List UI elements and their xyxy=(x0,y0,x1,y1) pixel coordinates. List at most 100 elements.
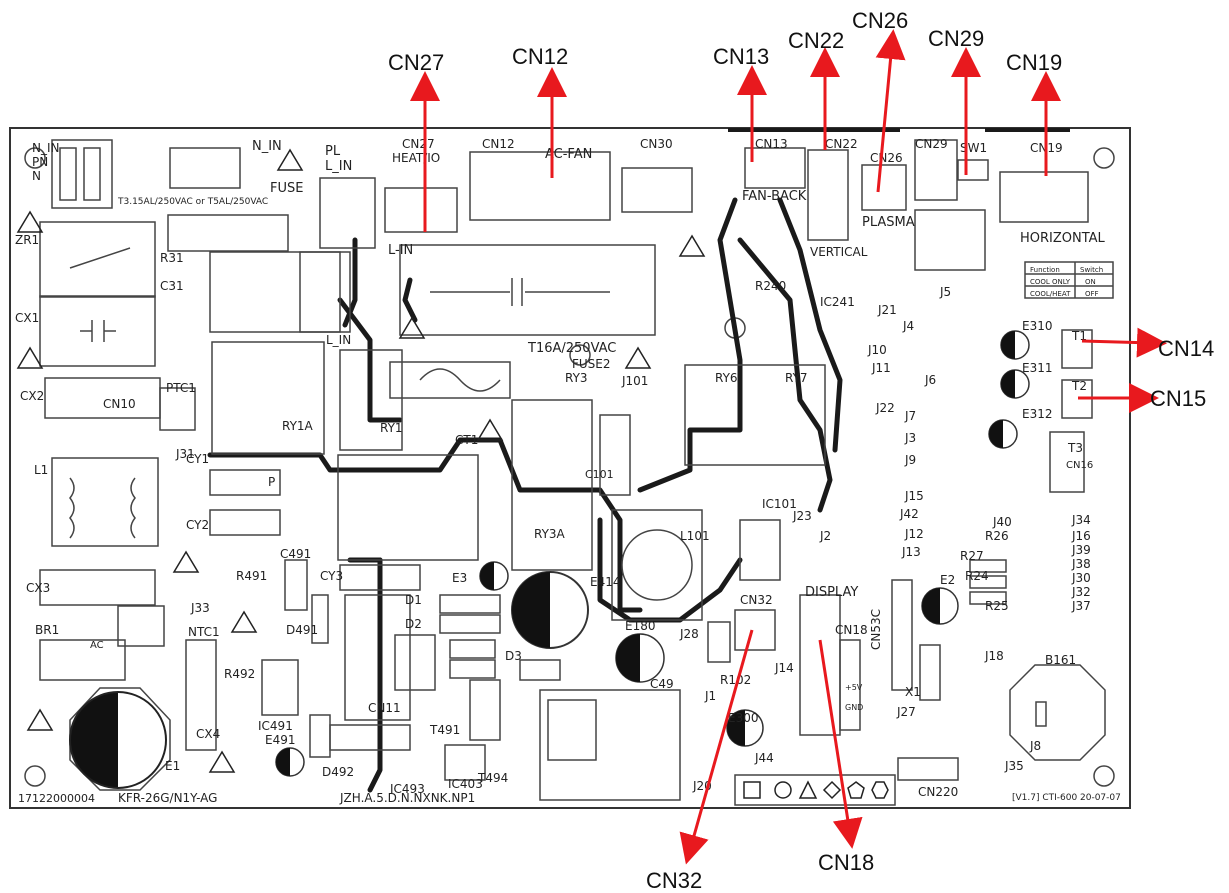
label-r491: R491 xyxy=(236,569,267,583)
arrow-cn26 xyxy=(875,29,906,193)
mid-components xyxy=(167,151,826,621)
label-cn220: CN220 xyxy=(918,785,958,799)
label-cn16: CN16 xyxy=(1066,460,1093,471)
label-gnd: GND xyxy=(845,703,863,712)
label-cn32: CN32 xyxy=(740,593,773,607)
label-e312: E312 xyxy=(1022,407,1053,421)
label-fan-back: FAN-BACK xyxy=(742,189,807,204)
label-r240: R240 xyxy=(755,279,786,293)
label-e300: E300 xyxy=(728,711,759,725)
label-fuse-rating: T3.15AL/250VAC or T5AL/250VAC xyxy=(117,197,268,207)
warning-icon xyxy=(624,346,652,369)
label-r31: R31 xyxy=(160,251,184,265)
label-pn: PN xyxy=(32,155,48,169)
label-r26: R26 xyxy=(985,529,1009,543)
warning-icon xyxy=(208,750,236,773)
callout-cn29: CN29 xyxy=(928,26,984,51)
label-c49: C49 xyxy=(650,677,674,691)
label-l1: L1 xyxy=(34,463,48,477)
label-n: N xyxy=(32,169,41,183)
label-fuse2: FUSE2 xyxy=(572,357,611,371)
label-n-in-2: N_IN xyxy=(252,139,282,154)
label-l-in: L_IN xyxy=(325,159,352,174)
label-ry7: RY7 xyxy=(785,371,808,385)
arrow-cn14 xyxy=(1081,327,1167,358)
label-table-r1a: Function xyxy=(1030,266,1060,274)
label-r102: R102 xyxy=(720,673,751,687)
label-ry1: RY1 xyxy=(380,421,403,435)
label-j9: J9 xyxy=(904,453,916,467)
label-r25: R25 xyxy=(985,599,1009,613)
label-cy3: CY3 xyxy=(320,569,343,583)
label-ntc1: NTC1 xyxy=(188,625,220,639)
label-j14: J14 xyxy=(774,661,794,675)
label-cn12: CN12 xyxy=(482,137,515,151)
label-e1: E1 xyxy=(165,759,180,773)
callout-cn15: CN15 xyxy=(1150,386,1206,411)
label-display: DISPLAY xyxy=(805,585,858,600)
label-ct1: CT1 xyxy=(455,433,478,447)
label-cn10: CN10 xyxy=(103,397,136,411)
callout-cn12: CN12 xyxy=(512,44,568,69)
label-n-in: N_IN xyxy=(32,141,60,155)
label-d491: D491 xyxy=(286,623,318,637)
label-j28: J28 xyxy=(679,627,699,641)
label-sw1: SW1 xyxy=(960,141,987,155)
label-ry6: RY6 xyxy=(715,371,738,385)
label-b161: B161 xyxy=(1045,653,1076,667)
label-j30: J30 xyxy=(1071,571,1091,585)
label-ic241: IC241 xyxy=(820,295,855,309)
label-l-in-2: L-IN xyxy=(388,243,413,258)
shape-markers xyxy=(743,780,889,800)
label-d3: D3 xyxy=(505,649,522,663)
label-j40: J40 xyxy=(992,515,1012,529)
label-j23: J23 xyxy=(792,509,812,523)
label-j32: J32 xyxy=(1071,585,1091,599)
warning-icon xyxy=(172,550,200,573)
label-e3: E3 xyxy=(452,571,467,585)
label-table-r1b: Switch xyxy=(1080,266,1103,274)
label-ac-fan: AC-FAN xyxy=(545,147,592,162)
warning-icon xyxy=(678,234,706,257)
callout-cn22: CN22 xyxy=(788,28,844,53)
label-cn18: CN18 xyxy=(835,623,868,637)
callout-cn18: CN18 xyxy=(818,850,874,875)
label-t494: T494 xyxy=(477,771,508,785)
label-j34: J34 xyxy=(1071,513,1091,527)
label-cn30: CN30 xyxy=(640,137,673,151)
label-cn29: CN29 xyxy=(915,137,948,151)
label-cx4: CX4 xyxy=(196,727,220,741)
label-ic403: IC403 xyxy=(448,777,483,791)
label-heat-io: HEAT/IO xyxy=(392,151,440,165)
label-model-tail: JZH.A.5.D.N.NXNK.NP1 xyxy=(339,791,475,805)
label-j35: J35 xyxy=(1004,759,1024,773)
warning-icon xyxy=(16,346,44,369)
label-j2: J2 xyxy=(819,529,831,543)
label-t3: T3 xyxy=(1067,441,1083,455)
label-x1: X1 xyxy=(905,685,921,699)
label-j1: J1 xyxy=(704,689,716,703)
label-e180: E180 xyxy=(625,619,656,633)
warning-icon xyxy=(16,210,44,233)
label-j42: J42 xyxy=(899,507,919,521)
warning-icon xyxy=(276,148,304,171)
label-cx2: CX2 xyxy=(20,389,44,403)
label-j18: J18 xyxy=(984,649,1004,663)
callout-cn19: CN19 xyxy=(1006,50,1062,75)
label-plasma: PLASMA xyxy=(862,215,915,230)
callout-labels: CN27 CN12 CN13 CN22 CN26 CN29 CN19 CN14 … xyxy=(388,8,1214,893)
label-cy1: CY1 xyxy=(186,452,209,466)
board-outline xyxy=(9,127,1131,809)
label-d492: D492 xyxy=(322,765,354,779)
label-j4: J4 xyxy=(902,319,914,333)
label-j13: J13 xyxy=(901,545,921,559)
label-ic491: IC491 xyxy=(258,719,293,733)
label-j39: J39 xyxy=(1071,543,1091,557)
label-table-r3b: OFF xyxy=(1085,290,1099,298)
label-cy2: CY2 xyxy=(186,518,209,532)
label-fuse: FUSE xyxy=(270,181,303,196)
label-r27: R27 xyxy=(960,549,984,563)
label-cn22: CN22 xyxy=(825,137,858,151)
label-cn53c: CN53C xyxy=(869,609,883,650)
